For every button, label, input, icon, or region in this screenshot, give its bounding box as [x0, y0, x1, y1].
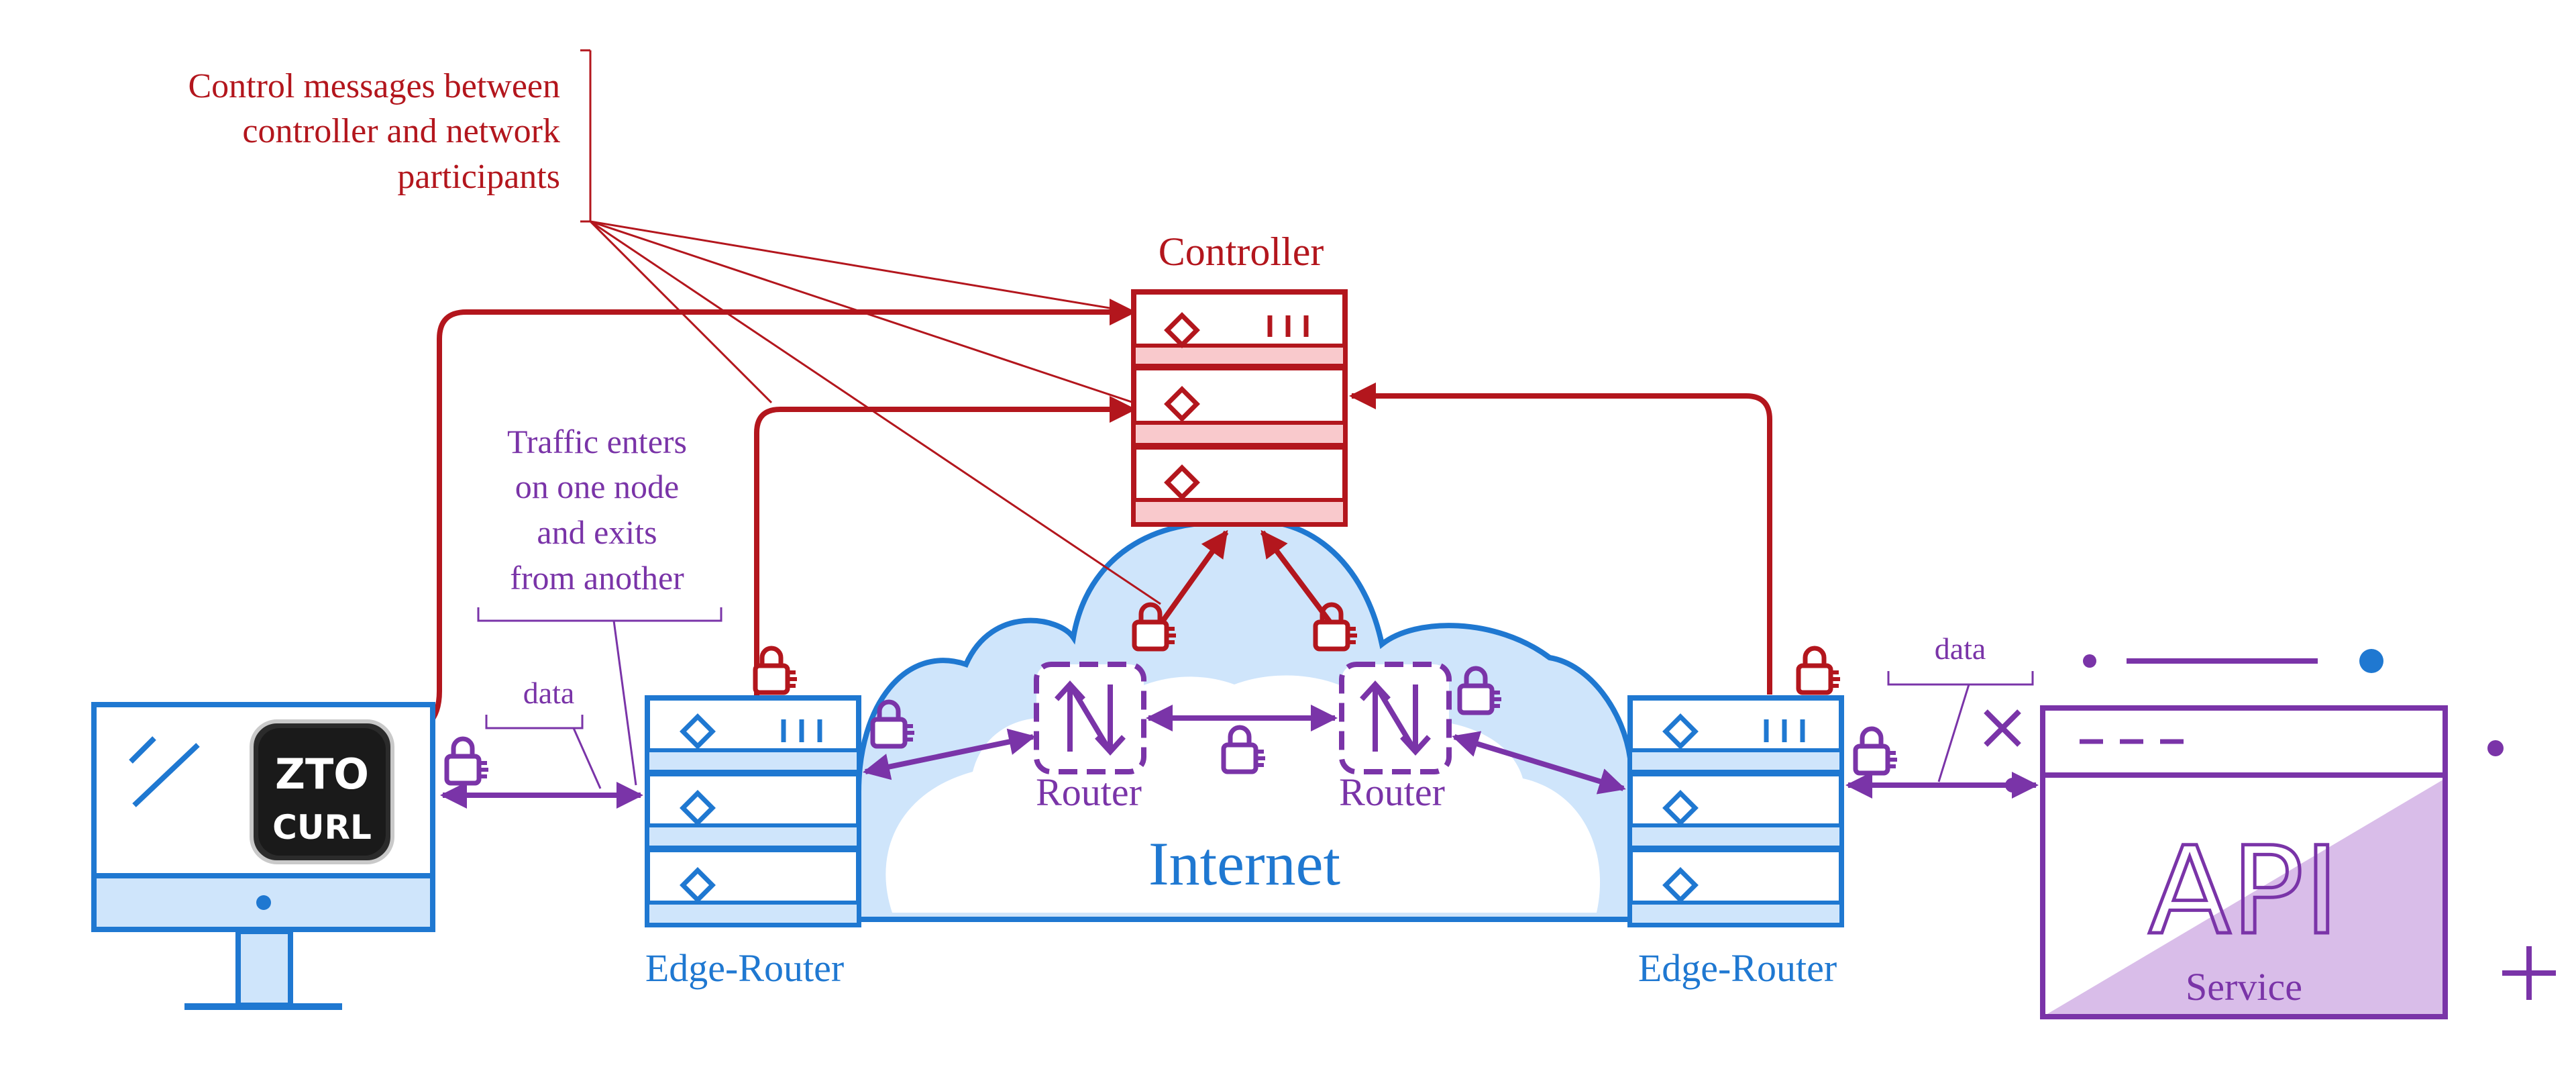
svg-text:ZTO: ZTO — [275, 750, 369, 799]
internet-label: Internet — [1148, 829, 1341, 898]
diamond-icon — [1662, 713, 1699, 750]
router-left-label: Router — [1036, 770, 1142, 814]
diamond-icon — [1164, 386, 1200, 422]
data-connections — [440, 705, 2039, 809]
data-arrow-router-edge — [1452, 731, 1626, 795]
traffic-line1: Traffic enters — [507, 423, 687, 460]
router-icon — [1055, 680, 1126, 756]
edge-router-right — [1627, 695, 1844, 927]
zto-curl-logo: ZTO CURL — [250, 719, 394, 864]
diamond-icon — [1164, 312, 1200, 348]
api-service — [1984, 649, 2556, 1019]
data-arrow-edge-router — [863, 728, 1036, 780]
diamond-icon — [1164, 464, 1200, 501]
svg-text:CURL: CURL — [272, 808, 372, 847]
diamond-icon — [680, 867, 716, 903]
control-messages-line3: participants — [397, 158, 560, 196]
traffic-line4: from another — [510, 559, 684, 597]
plus-icon — [2502, 946, 2556, 1000]
control-messages-line1: Control messages between — [188, 67, 560, 105]
annotation-bracket — [580, 50, 592, 223]
control-arrow-router-right — [1260, 529, 1334, 626]
diamond-icon — [1662, 867, 1699, 903]
close-icon — [1984, 709, 2021, 747]
data-label-right: data — [1935, 631, 1986, 666]
api-label: API — [2149, 821, 2340, 962]
padlock-icon — [1799, 648, 1840, 693]
router-right — [1339, 662, 1452, 774]
router-right-label: Router — [1339, 770, 1445, 814]
control-arrow-router-left — [1158, 529, 1229, 626]
router-icon — [1360, 680, 1431, 756]
control-messages-line2: controller and network — [242, 112, 560, 150]
service-label: Service — [2186, 965, 2302, 1009]
router-left — [1034, 662, 1146, 774]
padlock-icon — [1856, 729, 1897, 773]
controller-label: Controller — [1159, 230, 1324, 274]
diamond-icon — [680, 790, 716, 826]
edge-router-left-label: Edge-Router — [645, 946, 844, 990]
diamond-icon — [680, 713, 716, 750]
controller-server — [1131, 289, 1348, 527]
edge-router-left — [645, 695, 861, 927]
control-arrow-right-edge — [1349, 383, 1772, 695]
traffic-line2: on one node — [515, 468, 679, 505]
control-annotation-lines — [580, 49, 1161, 605]
control-arrow-left-edge — [754, 396, 1136, 698]
diamond-icon — [1662, 790, 1699, 826]
padlock-icon — [755, 648, 797, 693]
data-label-left: data — [523, 676, 575, 710]
traffic-annotation-lines — [477, 607, 2034, 789]
traffic-line3: and exits — [537, 513, 657, 551]
padlock-icon — [447, 739, 488, 783]
edge-router-right-label: Edge-Router — [1638, 946, 1837, 990]
